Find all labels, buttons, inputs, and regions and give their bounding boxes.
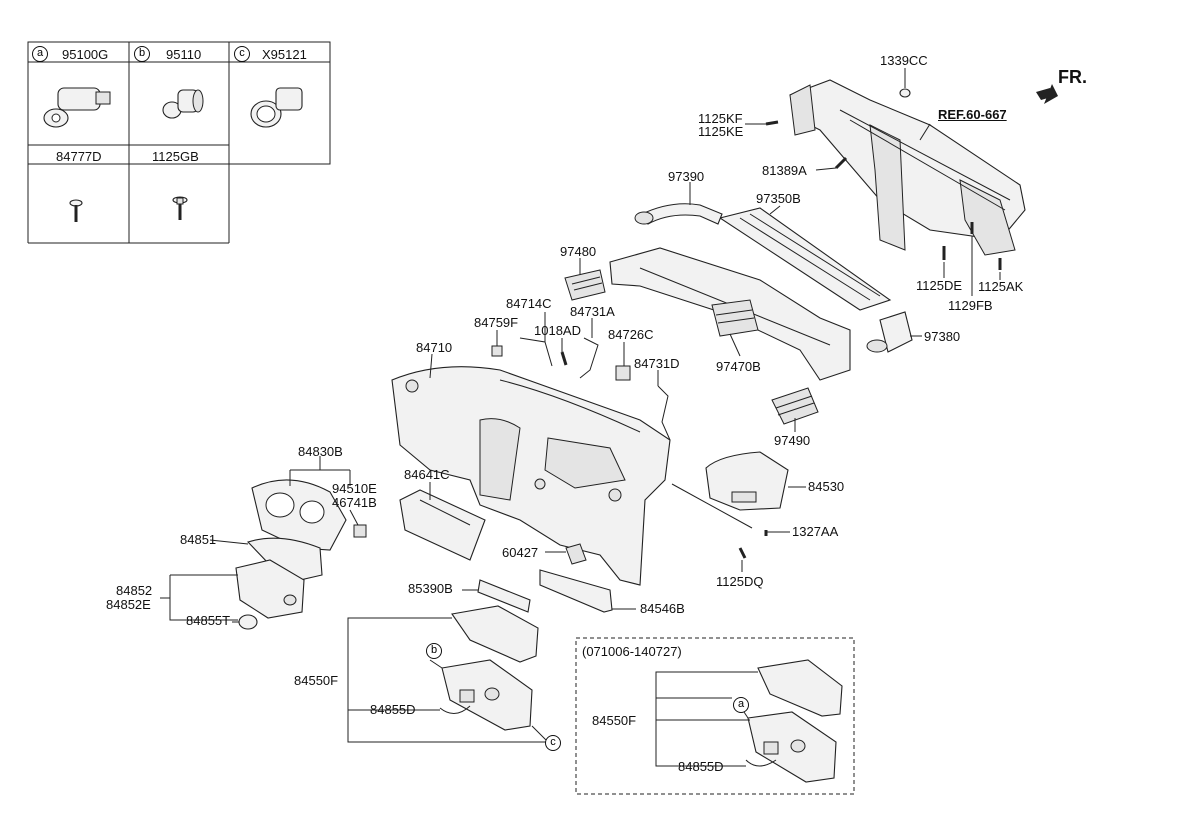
part-label: 84855D <box>678 759 724 774</box>
side-duct-97390 <box>634 203 723 225</box>
side-duct-97380 <box>866 311 913 353</box>
callout-tag-a: a <box>733 697 749 713</box>
vent-97480 <box>564 269 606 301</box>
screw-81389a-icon <box>834 156 848 170</box>
part-label: 84641C <box>404 467 450 482</box>
part-label: 1018AD <box>534 323 581 338</box>
part-label: 84731A <box>570 304 615 319</box>
defroster-duct <box>718 207 892 311</box>
clip-84726c-icon <box>615 365 631 381</box>
plug-95110-icon <box>162 89 204 119</box>
clip-84759f-icon <box>491 345 503 357</box>
part-label: 84710 <box>416 340 453 355</box>
part-label: 97490 <box>774 433 811 448</box>
clip-60427-icon <box>565 543 587 565</box>
bolt-1125dq-icon <box>738 547 747 559</box>
part-label: 84726C <box>608 327 654 342</box>
part-label: 84550F <box>294 673 339 688</box>
bracket-84731d <box>657 385 671 441</box>
cluster-fascia-84830b <box>251 479 347 551</box>
part-label: 85390B <box>408 581 453 596</box>
part-label: 84852 <box>116 583 153 598</box>
part-label: 84855T <box>186 613 231 628</box>
bolt-1125gb-icon <box>172 196 188 220</box>
part-label: 1327AA <box>792 524 839 539</box>
part-label: 97350B <box>756 191 801 206</box>
part-label: 84546B <box>640 601 685 616</box>
screw-1018ad-icon <box>560 351 568 366</box>
crash-pad-84710 <box>391 366 671 586</box>
part-label: 1129FB <box>948 298 993 313</box>
part-label: 1125KF <box>698 111 743 126</box>
part-label: 84550F <box>592 713 637 728</box>
bracket-84714c <box>519 337 553 367</box>
vent-97490 <box>771 387 819 425</box>
vent-97470b <box>711 299 759 337</box>
part-label: 84830B <box>298 444 343 459</box>
part-label: 84759F <box>474 315 519 330</box>
part-label: 84714C <box>506 296 552 311</box>
part-label: 84530 <box>808 479 845 494</box>
bracket-84731a <box>579 337 599 379</box>
trim-85390b <box>477 579 531 613</box>
leader-lines <box>209 68 1001 743</box>
part-label: 84855D <box>370 702 416 717</box>
part-label: 1125DQ <box>716 574 764 589</box>
part-label: 97380 <box>924 329 961 344</box>
part-label: 60427 <box>502 545 539 560</box>
legend-tag-c: c <box>234 46 250 62</box>
bolt-1125kf-icon <box>765 120 779 126</box>
lower-shroud-84851 <box>246 537 323 581</box>
legend-code-x95121: X95121 <box>262 47 307 62</box>
part-label: 1339CC <box>880 53 928 68</box>
part-label: 1125AK <box>978 279 1024 294</box>
ring-84855t-icon <box>238 614 258 630</box>
callout-tag-b: b <box>426 643 442 659</box>
glove-box-84550f <box>439 605 539 731</box>
nut-1339cc-icon <box>899 88 911 98</box>
legend-code-1125gb: 1125GB <box>152 149 199 164</box>
airbag-module-84530 <box>705 451 789 511</box>
part-label: 1125DE <box>916 278 963 293</box>
part-label: 84731D <box>634 356 680 371</box>
glove-box-variant <box>745 659 843 783</box>
clip-95100g-icon <box>43 87 111 128</box>
screw-84777d-icon <box>69 199 83 222</box>
legend-table <box>27 41 331 244</box>
switch-94510e-icon <box>353 524 367 538</box>
callout-tag-c: c <box>545 735 561 751</box>
center-bracket-84641c <box>399 489 486 561</box>
date-range-label: (071006-140727) <box>582 644 682 659</box>
part-label: 81389A <box>762 163 807 178</box>
reference-label: REF.60-667 <box>938 107 1007 122</box>
part-label: 97390 <box>668 169 705 184</box>
part-label: 94510E <box>332 481 377 496</box>
front-arrow-icon <box>1036 84 1058 104</box>
cowl-crossbar <box>789 79 1026 256</box>
part-label: 84852E <box>106 597 151 612</box>
legend-code-95110: 95110 <box>166 47 202 62</box>
part-label: 1125KE <box>698 124 744 139</box>
legend-tag-a: a <box>32 46 48 62</box>
front-direction-label: FR. <box>1058 67 1087 87</box>
bracket-84546b <box>539 569 613 613</box>
legend-code-95100g: 95100G <box>62 47 109 62</box>
legend-tag-b: b <box>134 46 150 62</box>
part-label: 84851 <box>180 532 217 547</box>
part-label: 97470B <box>716 359 761 374</box>
part-label: 97480 <box>560 244 597 259</box>
legend-code-84777d: 84777D <box>56 149 102 164</box>
lower-panel-84852 <box>235 559 305 619</box>
grommet-x95121-icon <box>250 87 303 128</box>
part-label: 46741B <box>332 495 377 510</box>
